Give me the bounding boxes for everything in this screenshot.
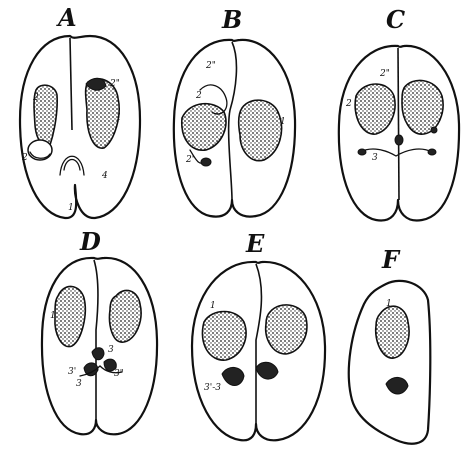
label-c-2: 2: [345, 99, 352, 109]
panel-letter-b: B: [221, 5, 242, 34]
panel-b: B 2" 2 2' 1: [174, 5, 295, 217]
cell-outline-d: [42, 258, 157, 434]
panel-letter-d: D: [79, 227, 101, 256]
panel-letter-e: E: [245, 229, 265, 258]
label-d-4: 3": [114, 369, 124, 379]
label-b-4: 1: [280, 117, 286, 127]
label-a-2: 2': [21, 153, 30, 163]
panel-d: D 1 3' 3 3" 3: [42, 227, 157, 434]
cell-seam-c: [398, 48, 399, 200]
nucleus-right-c: [402, 80, 443, 134]
nucleus-right-b: [239, 100, 282, 161]
granule-c: [431, 127, 437, 133]
vesicle-a: [28, 140, 52, 160]
label-e-2: 3'-3: [204, 383, 221, 393]
chromosome-c-2: [358, 149, 366, 155]
nucleus-left-e: [202, 312, 246, 361]
label-d-5: 3: [76, 379, 82, 389]
chromosome-c-1: [395, 135, 403, 145]
label-f-1: 1: [386, 299, 392, 309]
label-e-1: 1: [210, 301, 216, 311]
label-d-1: 1: [50, 311, 56, 321]
label-a-5: 4: [101, 171, 108, 181]
spindle-knot-b: [201, 158, 211, 166]
nucleus-f: [376, 306, 409, 358]
panel-letter-f: F: [381, 245, 401, 274]
label-a-6: 1: [68, 203, 74, 213]
label-a-4: 1: [116, 113, 122, 123]
panel-c: C 2" 2 3: [339, 5, 459, 220]
label-c-3: 3: [372, 153, 378, 163]
label-a-3: 2": [109, 79, 120, 89]
label-a-1: 2: [32, 93, 39, 103]
label-d-3: 3: [108, 345, 114, 355]
label-c-1: 2": [379, 69, 390, 79]
label-b-2: 2: [195, 91, 202, 101]
label-b-1: 2": [205, 61, 216, 71]
label-b-3: 2': [185, 155, 194, 165]
label-d-2: 3': [68, 367, 76, 377]
panel-letter-a: A: [56, 3, 77, 32]
panel-letter-c: C: [386, 5, 405, 34]
panel-f: F 1: [349, 245, 431, 444]
chromosome-c-3: [428, 149, 436, 155]
panel-e: E 1 3'-3: [192, 229, 325, 440]
panel-a: A 2 2' 2" 1 4 1: [20, 3, 140, 218]
